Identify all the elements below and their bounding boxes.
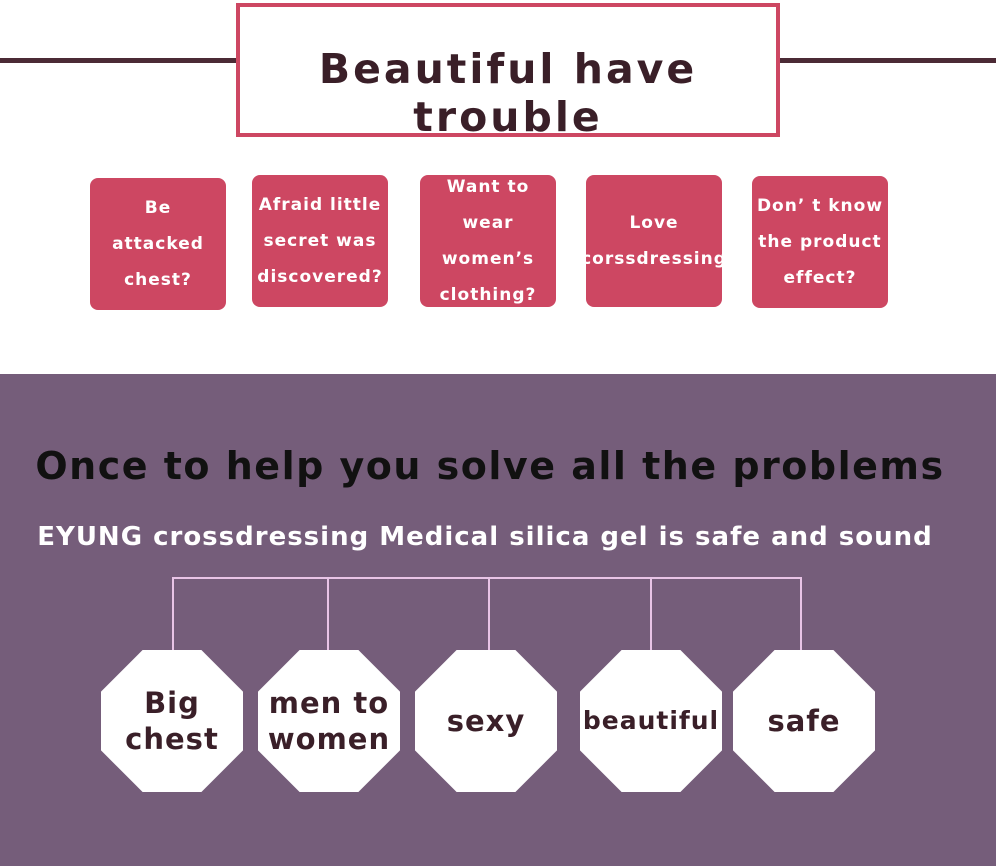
feature-label: Big chest bbox=[125, 686, 219, 756]
feature-label: safe bbox=[767, 704, 841, 738]
feature-octagon-3: sexy bbox=[415, 650, 557, 792]
feature-label: men to women bbox=[267, 686, 391, 756]
feature-octagon-1: Big chest bbox=[101, 650, 243, 792]
problem-card-1: Be attacked chest? bbox=[90, 178, 226, 310]
problem-card-text: Be attacked chest? bbox=[112, 198, 204, 290]
feature-octagon-5: safe bbox=[733, 650, 875, 792]
problem-card-4: Love corssdressing bbox=[581, 175, 726, 307]
connector-bar bbox=[172, 577, 802, 579]
feature-label: beautiful bbox=[582, 706, 720, 735]
solution-subline: EYUNG crossdressing Medical silica gel i… bbox=[37, 522, 933, 552]
problem-card-text: Don’ t know the product effect? bbox=[756, 196, 884, 288]
connector-stem bbox=[800, 577, 802, 657]
feature-label: sexy bbox=[446, 704, 526, 738]
connector-stem bbox=[488, 577, 490, 657]
problem-card-3: Want to wear women’s clothing? bbox=[420, 175, 556, 307]
page-title: Beautiful have trouble bbox=[318, 45, 698, 141]
feature-octagon-4: beautiful bbox=[580, 650, 722, 792]
problem-card-text: Want to wear women’s clothing? bbox=[439, 177, 537, 305]
divider-line-left bbox=[0, 58, 238, 63]
problem-card-text: Afraid little secret was discovered? bbox=[257, 195, 383, 287]
connector-stem bbox=[172, 577, 174, 657]
solution-section: Once to help you solve all the problems … bbox=[0, 374, 996, 866]
connector-stem bbox=[327, 577, 329, 657]
problem-card-2: Afraid little secret was discovered? bbox=[252, 175, 388, 307]
problem-card-5: Don’ t know the product effect? bbox=[752, 176, 888, 308]
feature-octagon-2: men to women bbox=[258, 650, 400, 792]
problem-card-text: Love corssdressing bbox=[581, 213, 727, 269]
title-frame: Beautiful have trouble bbox=[236, 3, 780, 141]
top-section: Beautiful have trouble Be attacked chest… bbox=[0, 0, 996, 374]
connector-stem bbox=[650, 577, 652, 657]
solution-headline: Once to help you solve all the problems bbox=[35, 444, 945, 488]
divider-line-right bbox=[776, 58, 996, 63]
